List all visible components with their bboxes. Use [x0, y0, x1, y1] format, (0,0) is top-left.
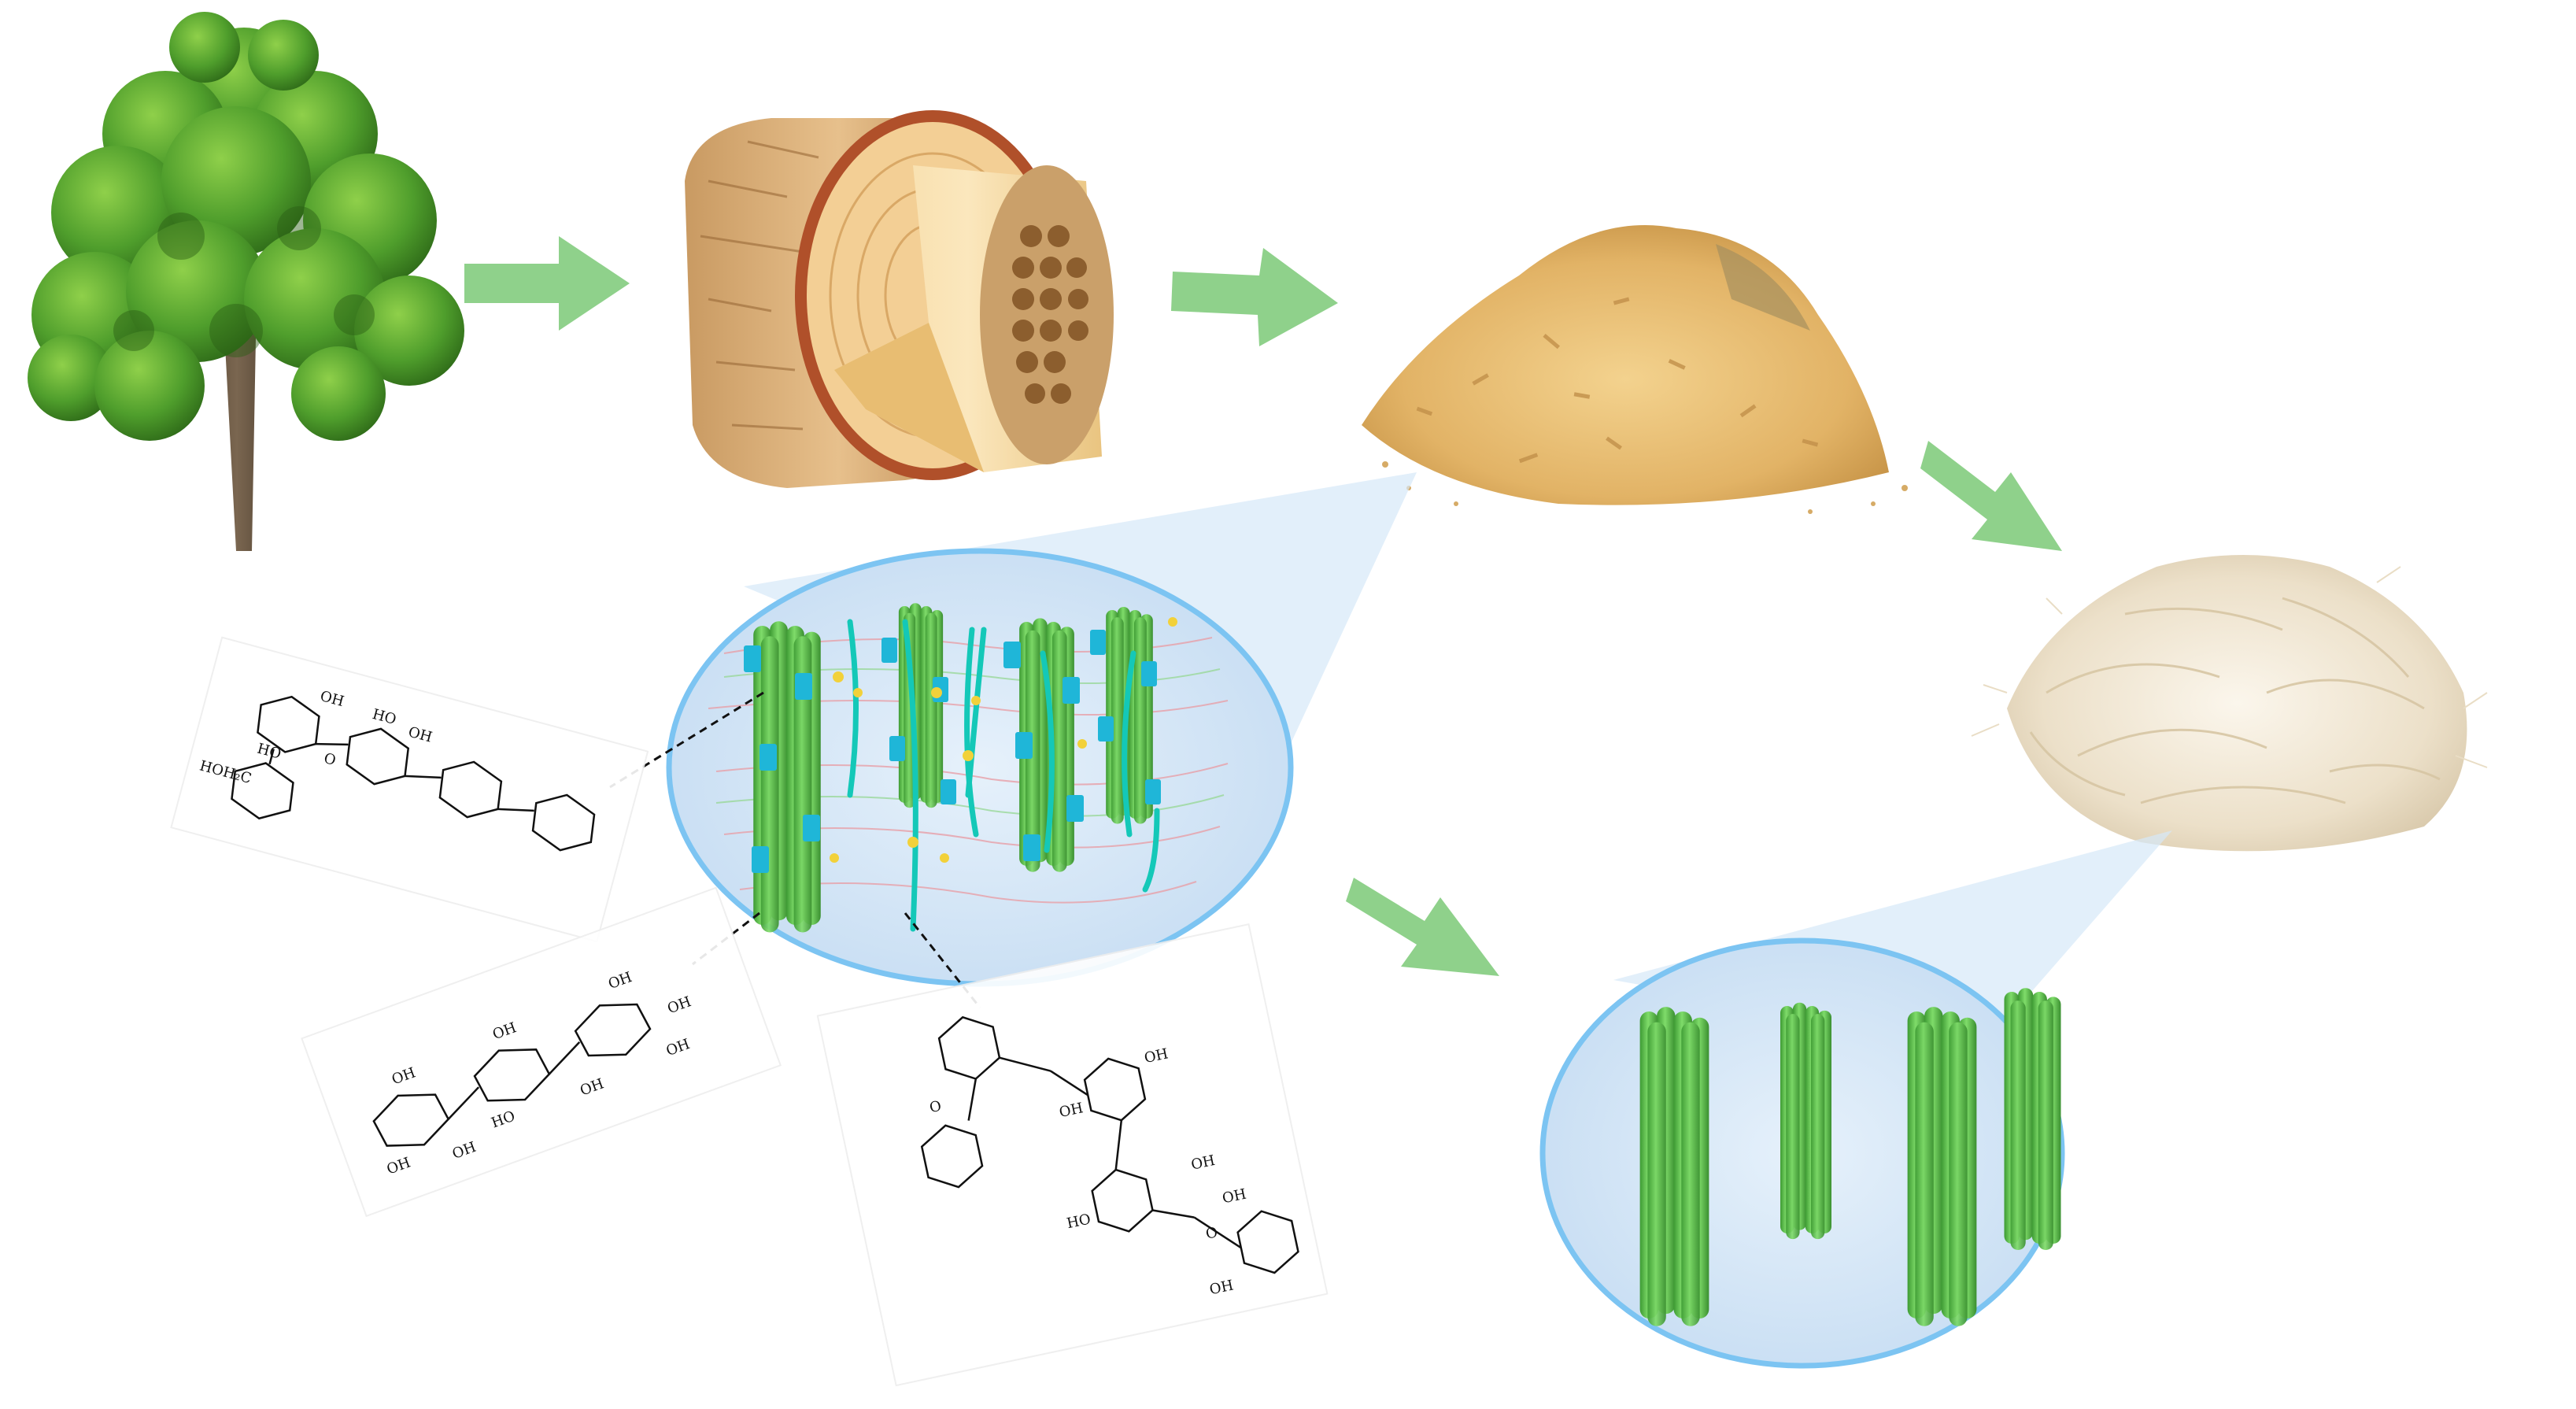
chem-label: O [322, 750, 338, 769]
isolated-cellulose-zoom-view [1539, 937, 2065, 1369]
hemicellulose-structure: HO OH HO OH HOH₂C O [170, 636, 649, 943]
chem-label: O [928, 1098, 943, 1117]
tree-icon [28, 12, 464, 551]
cellulose-structure: OH OH OH HO OH OH OH OH OH [301, 886, 782, 1218]
chem-label: O [1204, 1224, 1219, 1243]
arrow-down-right-icon [1346, 878, 1499, 976]
white-fiber-pile-icon [1971, 555, 2488, 852]
cell-wall-zoom-view [666, 548, 1294, 987]
lignin-structure: OH OH OH HO OH OH O O [816, 923, 1329, 1387]
wood-log-cross-section-icon [685, 110, 1114, 488]
arrow-right-icon [1171, 248, 1338, 346]
arrow-right-icon [464, 236, 630, 331]
arrow-down-right-icon [1920, 441, 2062, 551]
sawdust-pile-icon [1362, 225, 1908, 514]
